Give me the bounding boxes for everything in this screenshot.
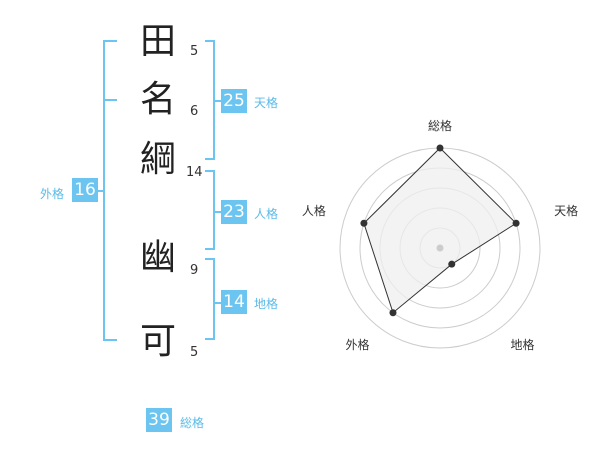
chikaku-value-badge: 14: [221, 290, 247, 314]
stroke-count-4: 9: [190, 263, 199, 278]
stroke-count-2: 6: [190, 104, 199, 119]
chikaku-label: 地格: [254, 297, 279, 311]
tenkaku-value-badge: 25: [221, 89, 247, 113]
jinkaku-label: 人格: [254, 207, 279, 221]
tenkaku-label: 天格: [254, 96, 279, 110]
radar-axis-label-3: 地格: [511, 337, 535, 352]
name-char-2: 名: [139, 79, 176, 120]
soukaku-label: 総格: [180, 416, 205, 430]
jinkaku-value-badge: 23: [221, 200, 247, 224]
radar-center-dot: [436, 244, 444, 252]
gaikaku-bracket: [103, 40, 117, 341]
soukaku-value-badge: 39: [146, 408, 172, 432]
radar-point-4: [389, 309, 397, 317]
jinkaku-bracket-connector: [214, 211, 221, 213]
stroke-count-5: 5: [190, 345, 199, 360]
gaikaku-bracket-connector: [96, 190, 104, 192]
radar-data-polygon: [363, 147, 517, 314]
gaikaku-label: 外格: [40, 187, 65, 201]
radar-point-1: [436, 144, 444, 152]
radar-axis-label-2: 天格: [554, 203, 578, 218]
radar-point-5: [360, 219, 368, 227]
chikaku-bracket-connector: [214, 302, 221, 304]
jinkaku-bracket: [205, 170, 215, 250]
name-char-4: 幽: [139, 237, 176, 278]
radar-axis-label-1: 総格: [428, 118, 452, 133]
radar-axis-label-4: 外格: [345, 337, 369, 352]
radar-axis-label-5: 人格: [302, 203, 326, 218]
radar-point-2: [512, 219, 520, 227]
name-char-3: 綱: [139, 139, 176, 180]
name-char-1: 田: [139, 21, 176, 62]
tenkaku-bracket-connector: [214, 100, 221, 102]
gaikaku-value-badge: 16: [72, 178, 98, 202]
radar-point-3: [448, 260, 456, 268]
stroke-count-3: 14: [186, 165, 203, 180]
chikaku-bracket: [205, 258, 215, 340]
name-char-5: 可: [139, 321, 176, 362]
stroke-count-1: 5: [190, 44, 199, 59]
radar-shape: [360, 144, 520, 317]
gaikaku-bracket-tick: [103, 99, 117, 101]
